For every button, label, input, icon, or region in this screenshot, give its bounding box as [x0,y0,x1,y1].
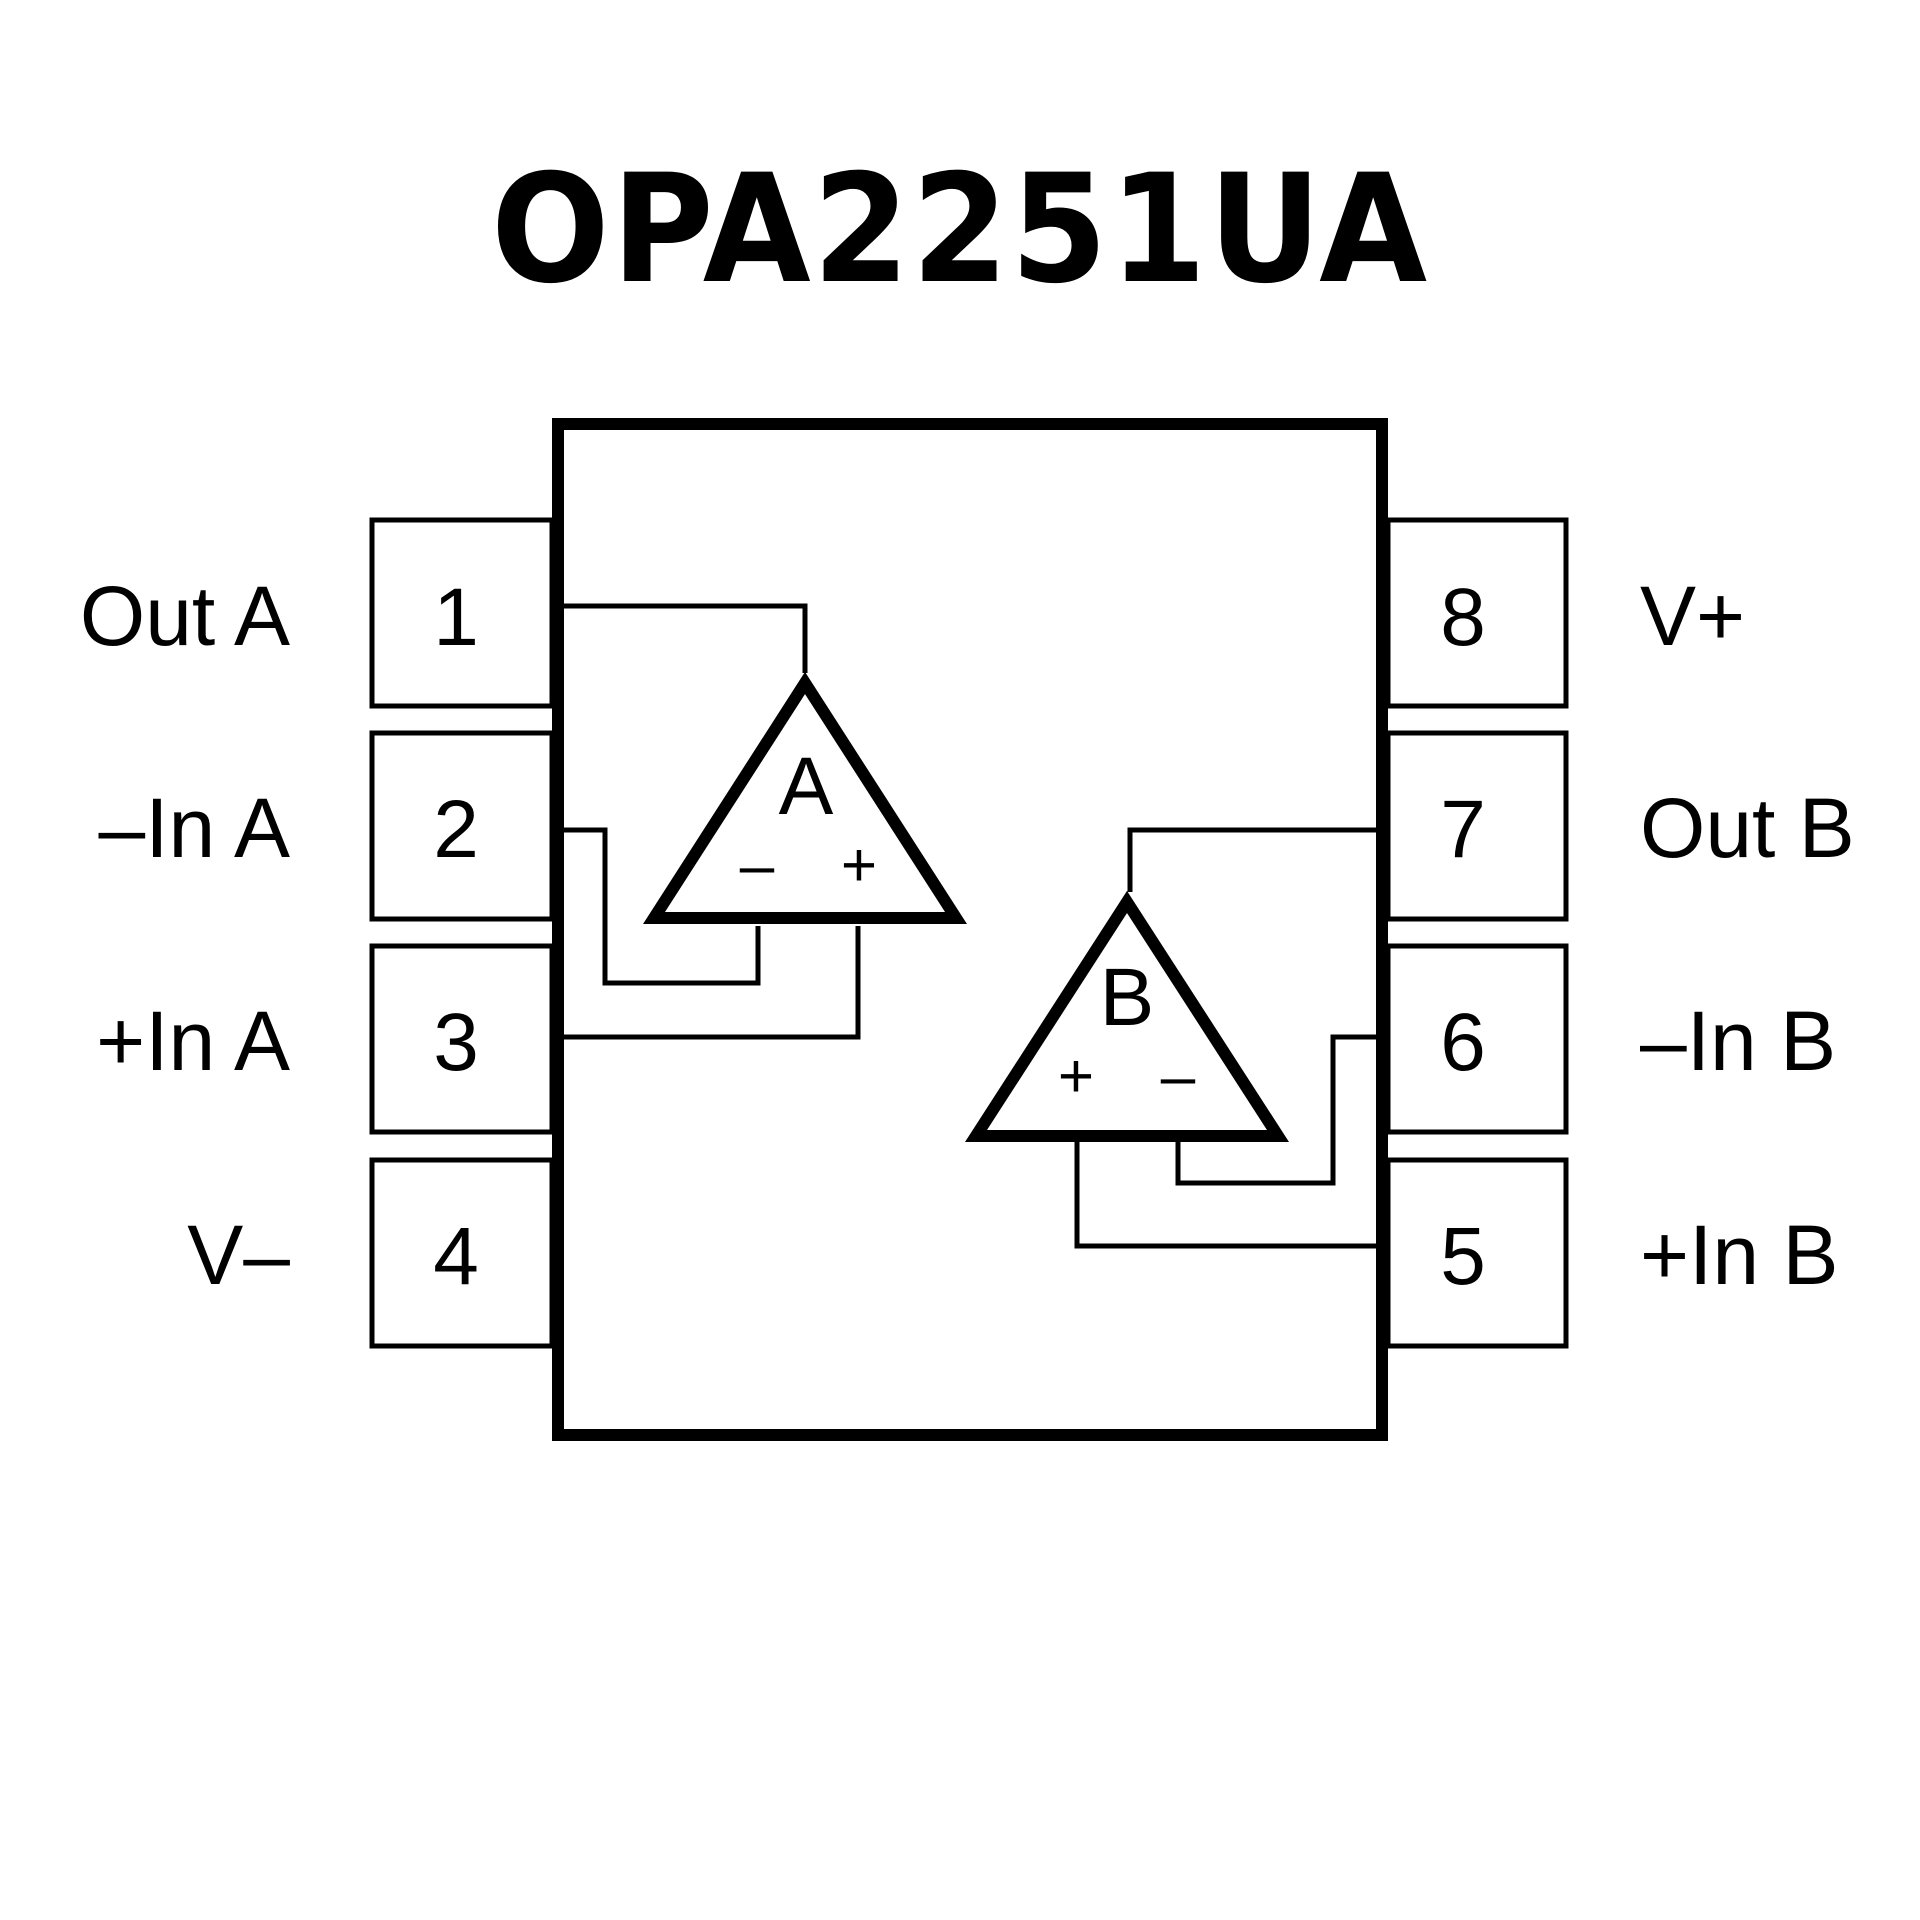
pin-number-3: 3 [433,997,479,1088]
pin-box-8 [1385,517,1569,709]
pin-box-1 [369,517,555,709]
wire-in-minus-b [1175,1034,1376,1186]
pin-box-7 [1385,730,1569,922]
op-amp-a-symbol [643,671,967,924]
pin-box-6 [1385,943,1569,1135]
op-amp-b-inverting-sign: – [1161,1042,1196,1111]
wire-in-plus-b [1074,1142,1376,1249]
pin-number-6: 6 [1440,997,1486,1088]
pin-label-6: –In B [1640,994,1836,1088]
pin-label-7: Out B [1640,781,1855,875]
pin-label-1: Out A [80,569,290,663]
pin-label-5: +In B [1640,1208,1838,1302]
wire-in-plus-a [564,926,861,1040]
op-amp-b-label: B [1100,952,1155,1043]
op-amp-b-symbol [964,890,1290,1142]
pin-label-3: +In A [96,994,290,1088]
wire-in-minus-a [564,827,761,986]
op-amp-b-noninverting-sign: + [1058,1042,1094,1111]
pin-label-4: V– [187,1208,290,1302]
chip-body [552,418,1388,1441]
op-amp-a-noninverting-sign: + [841,831,877,900]
pin-label-2: –In A [98,781,290,875]
pin-number-8: 8 [1440,572,1486,663]
pin-number-5: 5 [1440,1211,1486,1302]
pin-box-2 [369,730,555,922]
pin-box-4 [369,1157,555,1349]
pin-number-1: 1 [433,572,479,663]
pin-number-7: 7 [1440,784,1486,875]
op-amp-a-label: A [779,741,834,832]
wire-out-a [564,603,808,673]
pin-number-2: 2 [433,784,479,875]
pin-label-8: V+ [1640,569,1745,663]
wire-out-b [1127,827,1376,892]
pin-number-4: 4 [433,1211,479,1302]
pin-box-3 [369,943,555,1135]
chip-title: OPA2251UA [491,143,1429,317]
op-amp-a-inverting-sign: – [740,831,775,900]
